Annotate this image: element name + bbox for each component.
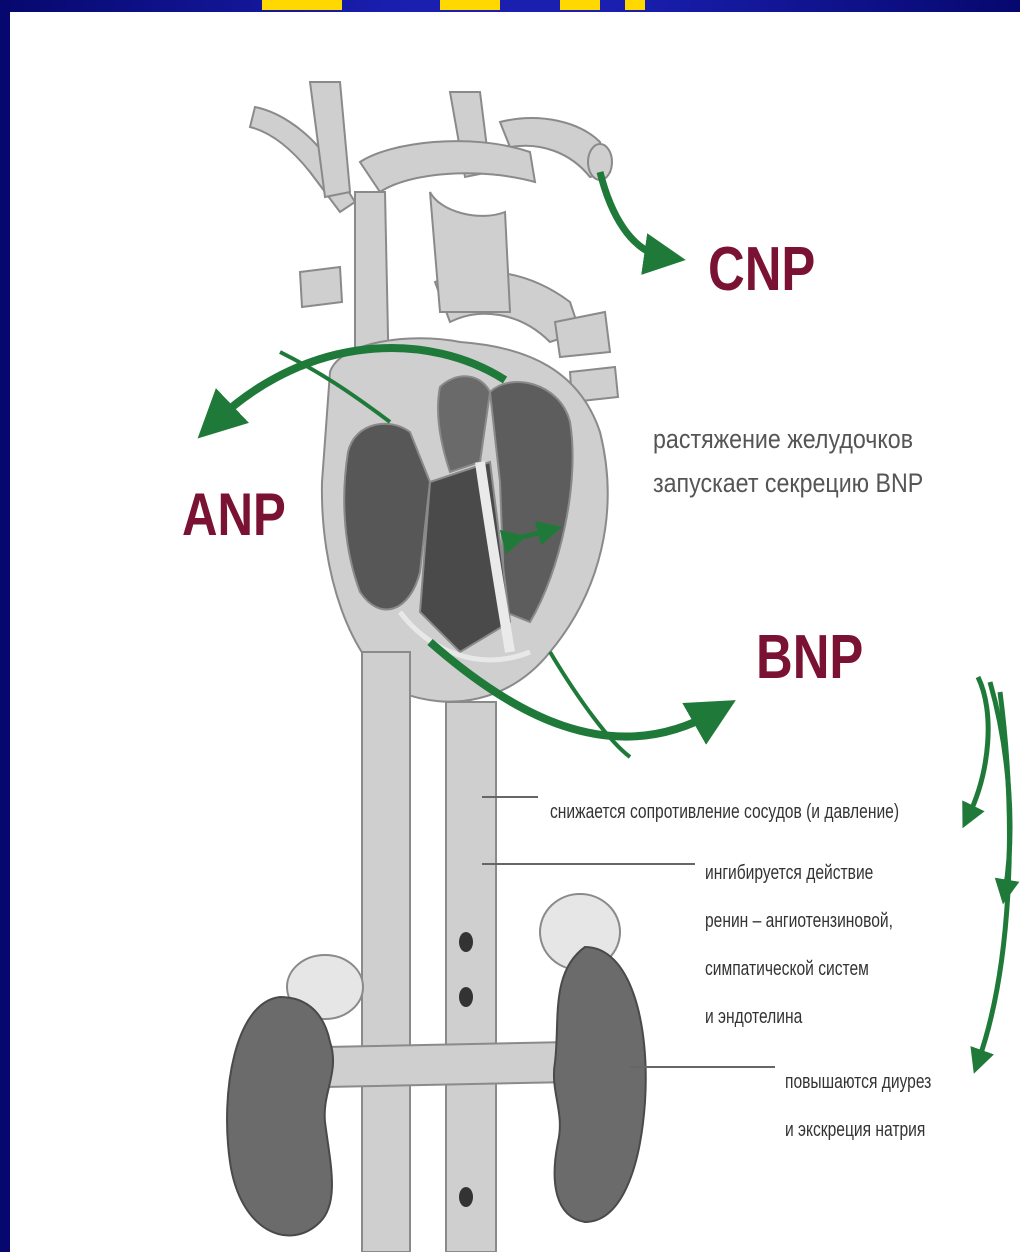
note-line: запускает секрецию BNP [653, 461, 1014, 505]
right-kidney [540, 894, 646, 1222]
effect-line: ренин – ангиотензиновой, [705, 897, 893, 945]
effect-arrow-1 [968, 677, 988, 817]
bnp-label: BNP [756, 622, 863, 693]
effect-line: снижается сопротивление сосудов (и давле… [550, 788, 899, 836]
cnp-arrow [600, 172, 665, 257]
anp-label: ANP [182, 480, 286, 549]
ventricle-stretch-note: растяжение желудочков запускает секрецию… [653, 417, 1014, 505]
effect-line: симпатической систем [705, 945, 893, 993]
effect-vascular-resistance: снижается сопротивление сосудов (и давле… [550, 788, 899, 836]
left-kidney [227, 955, 363, 1236]
effect-diuresis: повышаются диурез и экскреция натрия [785, 1058, 931, 1154]
note-line: растяжение желудочков [653, 417, 1014, 461]
effect-line: и экскреция натрия [785, 1106, 931, 1154]
effect-line: и эндотелина [705, 993, 893, 1041]
heart [322, 338, 608, 701]
bnp-source-line [550, 652, 630, 757]
title-text-strip [0, 0, 1020, 10]
diagram-panel: CNP ANP BNP растяжение желудочков запуск… [10, 12, 1020, 1252]
effect-raas-inhibition: ингибируется действие ренин – ангиотензи… [705, 849, 893, 1041]
cnp-label: CNP [708, 234, 815, 305]
aorta-and-vena-cava [325, 652, 572, 1252]
effect-line: повышаются диурез [785, 1058, 931, 1106]
effect-line: ингибируется действие [705, 849, 893, 897]
